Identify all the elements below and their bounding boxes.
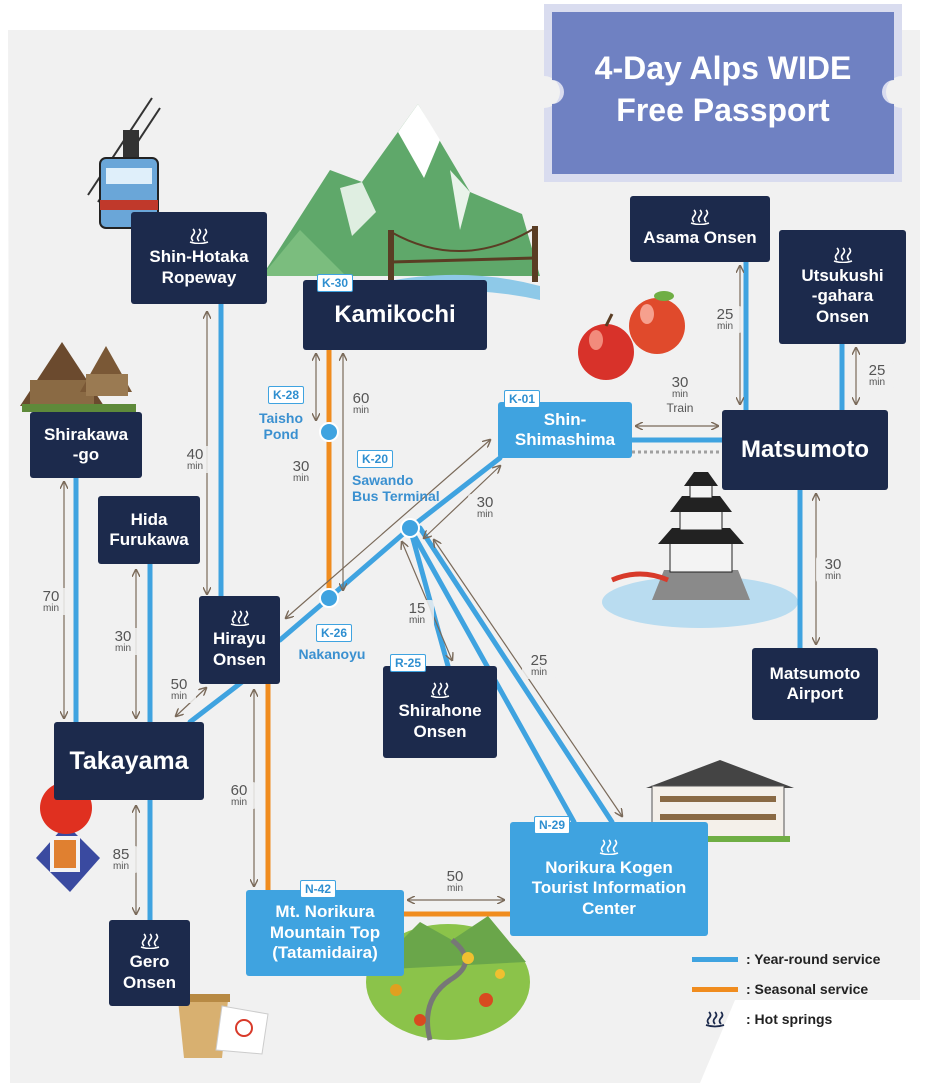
hot-spring-icon [230, 610, 249, 627]
nakanoyu-dot [319, 588, 339, 608]
legend-seasonal-swatch [692, 986, 738, 992]
node-takayama[interactable]: Takayama [54, 722, 204, 800]
node-label: Shin- Shimashima [514, 409, 616, 449]
taisho-pond-dot [319, 422, 339, 442]
node-kamikochi[interactable]: Kamikochi [303, 280, 487, 350]
legend-hot-springs-label: : Hot springs [746, 1011, 833, 1027]
castle-illustration [602, 472, 798, 628]
node-shirakawa-go[interactable]: Shirakawa -go [30, 412, 142, 478]
stop-nakanoyu: Nakanoyu [298, 646, 366, 662]
code-nakanoyu: K-26 [316, 624, 353, 642]
autumn-mountain-illustration [366, 916, 530, 1041]
node-label: Asama Onsen [643, 228, 757, 248]
title-ticket: 4-Day Alps WIDE Free Passport [544, 4, 902, 182]
stop-taisho-pond: Taisho Pond [258, 410, 304, 443]
apples-illustration [578, 291, 685, 380]
node-gero-onsen[interactable]: Gero Onsen [109, 920, 190, 1006]
node-label: Hida Furukawa [109, 509, 189, 549]
legend-hot-springs: : Hot springs [692, 1004, 912, 1034]
node-shirahone-onsen[interactable]: Shirahone Onsen [383, 666, 497, 758]
node-matsumoto[interactable]: Matsumoto [722, 410, 888, 490]
legend-year-round: : Year-round service [692, 944, 912, 974]
legend-hot-springs-swatch [692, 1010, 738, 1028]
code-shirahone: R-25 [390, 654, 427, 672]
node-hirayu-onsen[interactable]: Hirayu Onsen [199, 596, 280, 684]
sake-box-illustration [176, 994, 269, 1058]
legend: : Year-round service : Seasonal service … [692, 944, 912, 1034]
legend-seasonal: : Seasonal service [692, 974, 912, 1004]
node-label: Takayama [69, 747, 189, 775]
code-taisho-pond: K-28 [268, 386, 305, 404]
legend-year-round-label: : Year-round service [746, 951, 881, 967]
gassho-houses-illustration [20, 342, 136, 412]
hot-spring-icon [140, 933, 159, 950]
ticket-shape [544, 4, 902, 182]
node-asama-onsen[interactable]: Asama Onsen [630, 196, 770, 262]
node-label: Norikura Kogen Tourist Information Cente… [531, 857, 687, 918]
node-label: Shirahone Onsen [398, 701, 482, 741]
node-label: Kamikochi [334, 300, 456, 328]
code-sawando: K-20 [357, 450, 394, 468]
legend-year-round-swatch [692, 956, 738, 962]
hot-spring-icon [705, 1011, 725, 1028]
node-label: Gero Onsen [123, 952, 176, 992]
node-matsumoto-airport[interactable]: Matsumoto Airport [752, 648, 878, 720]
stop-sawando: Sawando Bus Terminal [352, 472, 440, 505]
page-title: 4-Day Alps WIDE Free Passport [594, 50, 852, 128]
code-norikura-top: N-42 [300, 880, 337, 898]
code-shin-shimashima: K-01 [504, 390, 541, 408]
node-norikura-mountain-top[interactable]: Mt. Norikura Mountain Top (Tatamidaira) [246, 890, 404, 976]
node-label: Matsumoto Airport [769, 663, 861, 703]
node-label: Mt. Norikura Mountain Top (Tatamidaira) [269, 902, 381, 963]
ropeway-illustration [87, 97, 161, 229]
node-norikura-kogen[interactable]: Norikura Kogen Tourist Information Cente… [510, 822, 708, 936]
hot-spring-icon [189, 228, 209, 245]
node-label: Shin-Hotaka Ropeway [149, 247, 249, 287]
node-label: Matsumoto [741, 435, 869, 463]
hot-spring-icon [690, 209, 710, 226]
sarubobo-illustration [36, 782, 100, 892]
node-label: Utsukushi -gahara Onsen [801, 265, 884, 326]
node-utsukushi-gahara-onsen[interactable]: Utsukushi -gahara Onsen [779, 230, 906, 344]
hot-spring-icon [599, 839, 619, 855]
sawando-dot [400, 518, 420, 538]
code-kamikochi: K-30 [317, 274, 354, 292]
node-shin-hotaka-ropeway[interactable]: Shin-Hotaka Ropeway [131, 212, 267, 304]
node-shin-shimashima[interactable]: Shin- Shimashima [498, 402, 632, 458]
code-norikura-kogen: N-29 [534, 816, 571, 834]
node-label: Shirakawa -go [43, 424, 129, 464]
node-hida-furukawa[interactable]: Hida Furukawa [98, 496, 200, 564]
node-label: Hirayu Onsen [213, 629, 266, 669]
mountain-illustration [262, 104, 540, 302]
hot-spring-icon [430, 682, 450, 699]
legend-seasonal-label: : Seasonal service [746, 981, 869, 997]
hot-spring-icon [833, 247, 852, 263]
